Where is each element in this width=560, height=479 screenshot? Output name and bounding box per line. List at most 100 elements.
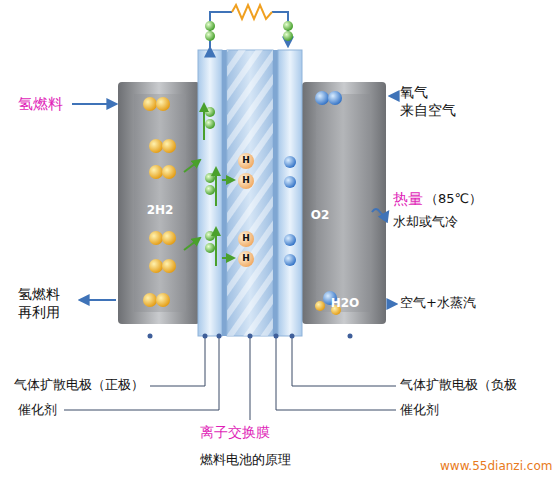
leader-dot [348,334,353,339]
anode-chamber [118,82,200,324]
molecule [149,165,163,179]
leader-dot [290,334,295,339]
molecule [328,91,342,105]
electron-arrow [215,228,217,266]
resistor-symbol [232,5,272,19]
molecule [283,21,293,31]
caption: 燃料电池的原理 [200,452,291,468]
molecule [315,91,329,105]
part-label: 气体扩散电极（负极 [400,377,517,393]
molecule [143,21,342,315]
cathode-chamber [302,82,386,324]
molecule [205,231,215,241]
leader-dot [248,334,253,339]
molecule [149,259,163,273]
electron-arrow [184,160,200,172]
electrodes-and-membrane [278,50,302,336]
cathode-chamber [302,82,386,324]
molecule [284,176,296,188]
molecule [143,293,157,307]
molecule [205,31,215,41]
electron-arrow [184,238,200,250]
molecule [238,251,254,267]
electrodes-and-membrane [198,50,302,336]
leader-dot [274,334,279,339]
electron-arrow [203,104,205,140]
part-label: 离子交换膜 [200,424,270,442]
leader-dot [148,334,153,339]
electrodes-and-membrane [227,50,273,336]
electron-arrow [184,104,234,266]
electrodes-and-membrane [198,50,222,336]
ion-label: H [242,155,250,166]
molecule [162,231,176,245]
molecule [284,254,296,266]
flow-arrows [80,299,116,301]
gas-label: 2H2 [147,203,174,217]
anode-chamber [118,82,200,324]
input-label: 氧气 来自空气 [400,84,464,119]
electrodes-and-membrane [227,50,273,336]
external-circuit [210,12,288,48]
leader-dot [217,334,222,339]
temperature-label: （85℃） [425,191,482,207]
heat-label: 热量 [393,190,423,209]
cooling-label: 水却或气冷 [393,214,458,230]
flow-arrows [72,96,396,304]
flow-arrows [390,95,394,97]
gas-label: O2 [311,208,330,222]
molecule [205,243,215,253]
flow-arrows [72,103,116,105]
electron-arrow [222,257,234,259]
molecule [205,21,215,31]
chamber: 2H2 [120,84,200,324]
molecule [283,31,293,41]
output-label: 空气+水蒸汽 [400,295,476,311]
molecule [162,259,176,273]
input-label: 氢燃料 [18,95,63,114]
ion-label: H [242,233,250,244]
electrodes-and-membrane [222,50,227,336]
molecule [162,165,176,179]
part-label: 催化剂 [400,402,439,418]
molecule [149,139,163,153]
molecule [205,185,215,195]
leader-lines [64,338,219,410]
chamber: O2H2O [302,84,386,324]
leader-dot [203,334,208,339]
ion-label: H [242,253,250,264]
part-label: 气体扩散电极（正极） [14,377,144,393]
external-circuit [210,12,232,48]
leader-lines [292,338,396,386]
output-label: 氢燃料 再利用 [18,286,68,321]
electrodes-and-membrane [273,50,278,336]
gas-label: H2O [331,296,360,310]
molecule [238,153,254,169]
molecule [284,156,296,168]
flow-arrows [388,303,396,305]
ion-label: H [242,175,250,186]
leader-lines [276,338,396,410]
molecule [205,107,215,117]
molecule [284,234,296,246]
molecule [156,293,170,307]
anode-chamber [134,94,186,312]
molecule [156,97,170,111]
flow-arrows [372,209,388,215]
electron-arrow [215,168,217,206]
molecule [238,173,254,189]
leader-lines [250,338,251,420]
molecule [143,97,157,111]
molecule [162,139,176,153]
watermark: www.55dianzi.com [440,459,552,474]
leader-lines [150,338,205,386]
part-label: 催化剂 [18,402,57,418]
cathode-chamber [316,94,370,312]
molecule [205,173,215,183]
electron-arrow [222,179,234,181]
molecule [238,231,254,247]
molecule [315,301,325,311]
molecule [149,231,163,245]
